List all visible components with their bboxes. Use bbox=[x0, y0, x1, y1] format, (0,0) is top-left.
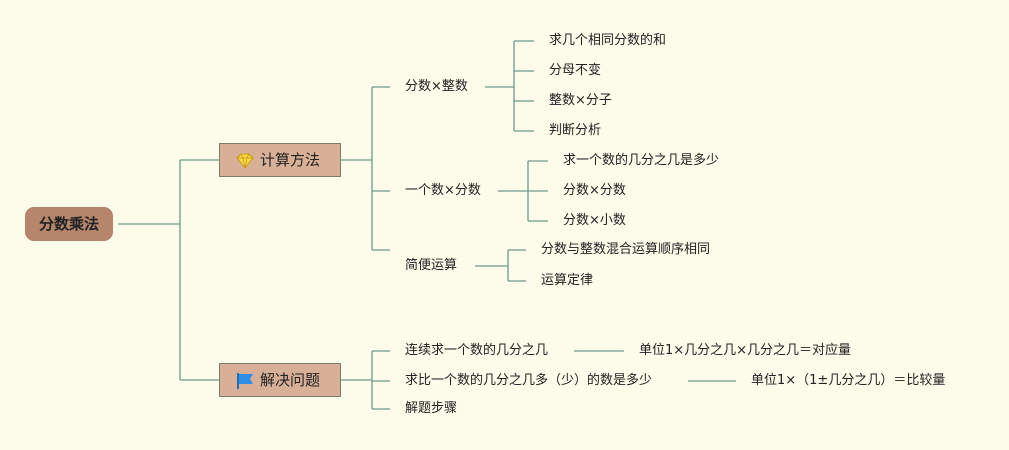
branch-calculation-methods[interactable]: 计算方法 bbox=[219, 143, 341, 177]
detail-label: 单位1×几分之几×几分之几＝对应量 bbox=[639, 343, 852, 358]
leaf-item[interactable]: 分母不变 bbox=[549, 62, 601, 80]
node-simplified-calculation[interactable]: 简便运算 bbox=[405, 257, 457, 275]
node-label: 一个数×分数 bbox=[405, 183, 481, 198]
node-label: 连续求一个数的几分之几 bbox=[405, 343, 549, 358]
connector-node-1 bbox=[485, 40, 534, 132]
leaf-item[interactable]: 求几个相同分数的和 bbox=[549, 32, 666, 50]
connector-branch-2 bbox=[340, 350, 390, 410]
leaf-label: 判断分析 bbox=[549, 123, 602, 138]
leaf-label: 分母不变 bbox=[549, 63, 602, 78]
node-label: 简便运算 bbox=[405, 258, 458, 273]
leaf-item[interactable]: 运算定律 bbox=[541, 272, 593, 290]
leaf-label: 分数与整数混合运算顺序相同 bbox=[541, 242, 711, 257]
leaf-label: 分数×小数 bbox=[563, 213, 626, 228]
leaf-label: 运算定律 bbox=[541, 273, 594, 288]
leaf-label: 求一个数的几分之几是多少 bbox=[563, 153, 720, 168]
branch-label: 解决问题 bbox=[260, 371, 321, 389]
connector-node-3 bbox=[475, 249, 526, 282]
leaf-label: 分数×分数 bbox=[563, 183, 626, 198]
node-solving-steps[interactable]: 解题步骤 bbox=[405, 400, 457, 418]
branch-problem-solving[interactable]: 解决问题 bbox=[219, 363, 341, 397]
leaf-item[interactable]: 分数×小数 bbox=[563, 212, 626, 230]
node-more-or-less-than[interactable]: 求比一个数的几分之几多（少）的数是多少 bbox=[405, 372, 652, 390]
leaf-item[interactable]: 整数×分子 bbox=[549, 92, 612, 110]
leaf-label: 求几个相同分数的和 bbox=[549, 33, 667, 48]
connector-root bbox=[118, 159, 220, 381]
leaf-item[interactable]: 分数×分数 bbox=[563, 182, 626, 200]
connector-branch-1 bbox=[340, 86, 390, 251]
flag-icon bbox=[236, 372, 254, 390]
root-node[interactable]: 分数乘法 bbox=[25, 207, 114, 241]
node-label: 分数×整数 bbox=[405, 79, 468, 94]
node-fraction-times-integer[interactable]: 分数×整数 bbox=[405, 78, 468, 96]
diamond-icon bbox=[236, 153, 254, 169]
branch-label: 计算方法 bbox=[260, 151, 321, 169]
root-label: 分数乘法 bbox=[39, 215, 100, 233]
leaf-label: 整数×分子 bbox=[549, 93, 612, 108]
detail-formula-2[interactable]: 单位1×（1±几分之几）＝比较量 bbox=[751, 372, 945, 390]
node-label: 解题步骤 bbox=[405, 401, 458, 416]
node-label: 求比一个数的几分之几多（少）的数是多少 bbox=[405, 373, 653, 388]
node-number-times-fraction[interactable]: 一个数×分数 bbox=[405, 182, 481, 200]
connector-node-2 bbox=[498, 160, 548, 222]
leaf-item[interactable]: 求一个数的几分之几是多少 bbox=[563, 152, 719, 170]
leaf-item[interactable]: 判断分析 bbox=[549, 122, 601, 140]
node-consecutive-fractions[interactable]: 连续求一个数的几分之几 bbox=[405, 342, 548, 360]
detail-label: 单位1×（1±几分之几）＝比较量 bbox=[751, 373, 946, 388]
leaf-item[interactable]: 分数与整数混合运算顺序相同 bbox=[541, 241, 710, 259]
detail-formula-1[interactable]: 单位1×几分之几×几分之几＝对应量 bbox=[639, 342, 851, 360]
